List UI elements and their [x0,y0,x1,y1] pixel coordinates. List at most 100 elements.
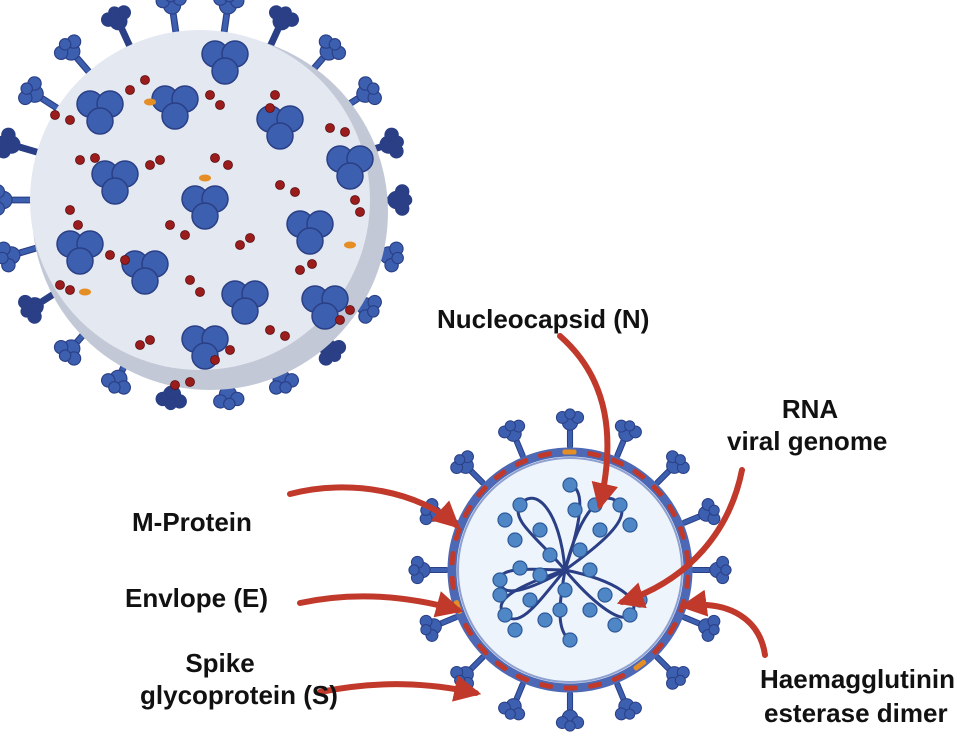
nucleocapsid-bead [522,592,538,608]
membrane-protein [562,449,577,455]
membrane-protein [476,485,488,498]
rim-spike [208,0,246,37]
rna-label-line1: RNA [781,394,839,424]
m-protein-dot [265,325,275,335]
envelope-protein-dot [344,241,356,249]
nucleocapsid-bead [492,587,508,603]
m-protein-dot [90,153,100,163]
m-protein-dot [340,127,350,137]
surface-spike-top-icon [221,280,269,325]
spike-label-line1: Spike [185,648,255,678]
hemagglutinin-label-line2: esterase dimer [764,698,948,728]
nucleocapsid-bead [497,512,513,528]
hemagglutinin-arrow [679,589,768,658]
m-protein-dot [345,305,355,315]
m-protein-dot [73,220,83,230]
spike-lobe [131,267,159,295]
m-protein-dot [120,255,130,265]
surface-spike-top-icon [91,160,139,205]
membrane-protein [462,504,473,519]
nucleocapsid-bead [582,562,598,578]
envelope-protein-dot [144,98,156,106]
rim-spike-shape [0,184,33,216]
nucleocapsid-bead [512,497,528,513]
membrane-protein [651,484,664,497]
spike-lobe [191,202,219,230]
m-protein-dot [165,220,175,230]
nucleocapsid-bead [567,502,583,518]
membrane-protein [652,642,664,655]
m-protein-dot [145,335,155,345]
surface-spike-top-icon [151,85,199,130]
cross-section-spike-icon-shape [408,555,449,585]
nucleocapsid-bead [497,607,513,623]
m-protein-dot [275,180,285,190]
nucleocapsid-bead [532,522,548,538]
nucleocapsid-bead [607,617,623,633]
m-protein-dot [75,155,85,165]
nucleocapsid-arrow [557,333,619,511]
nucleocapsid-bead [557,582,573,598]
envelope-protein-dot [79,288,91,296]
nucleocapsid-bead [532,567,548,583]
m-protein-dot [65,285,75,295]
m-protein-dot [215,100,225,110]
membrane-protein [515,673,530,683]
nucleocapsid-bead [507,622,523,638]
m-protein-dot [65,205,75,215]
nucleocapsid-bead [492,572,508,588]
m-protein-dot [135,340,145,350]
membrane-protein [678,526,687,540]
membrane-protein [453,527,462,541]
membrane-protein [449,575,456,590]
m-protein-dot [265,103,275,113]
spike-lobe [66,247,94,275]
m-protein-dot [185,275,195,285]
membrane-protein [610,457,625,467]
envelope-protein-dot [199,174,211,182]
m-protein-dot [210,355,220,365]
m-protein-dot [307,259,317,269]
rim-spike [0,184,33,216]
m-protein-dot [225,345,235,355]
rim-spike [154,0,192,37]
nucleocapsid-bead [592,522,608,538]
membrane-protein [494,660,508,672]
surface-spike-top-icon [326,145,374,190]
rim-spike-shape [154,0,192,37]
nucleocapsid-bead [622,607,638,623]
m-protein-dot [295,265,305,275]
m-protein-dot [155,155,165,165]
m-protein-dot [270,90,280,100]
m-protein-dot [105,250,115,260]
m-protein-dot [195,287,205,297]
m-protein-dot [245,233,255,243]
m-protein-label: M-Protein [132,507,252,537]
cross-section-spike-icon [555,408,585,449]
spike-lobe [211,57,239,85]
envelope-arrow [297,591,464,618]
membrane-protein [666,503,677,518]
rna-genome-arrow [616,467,745,609]
rna-label-line2: viral genome [727,426,888,456]
surface-spike-top-icon [301,285,349,330]
nucleocapsid-label: Nucleocapsid (N) [437,304,650,334]
m-protein-dot [205,90,215,100]
nucleocapsid-bead [612,497,628,513]
membrane-protein [611,673,626,683]
spike-lobe [336,162,364,190]
nucleocapsid-bead [512,560,528,576]
spike-lobe [101,177,129,205]
callout-arrows [287,333,768,702]
m-protein-dot [335,315,345,325]
m-protein-dot [180,230,190,240]
surface-spike-top-icon [286,210,334,255]
membrane-protein [463,622,474,637]
m-protein-dot [50,110,60,120]
m-protein-dot [325,123,335,133]
membrane-protein [493,469,507,481]
m-protein-dot [185,377,195,387]
nucleocapsid-bead [552,602,568,618]
cross-section-spike-icon-shape [555,408,585,449]
